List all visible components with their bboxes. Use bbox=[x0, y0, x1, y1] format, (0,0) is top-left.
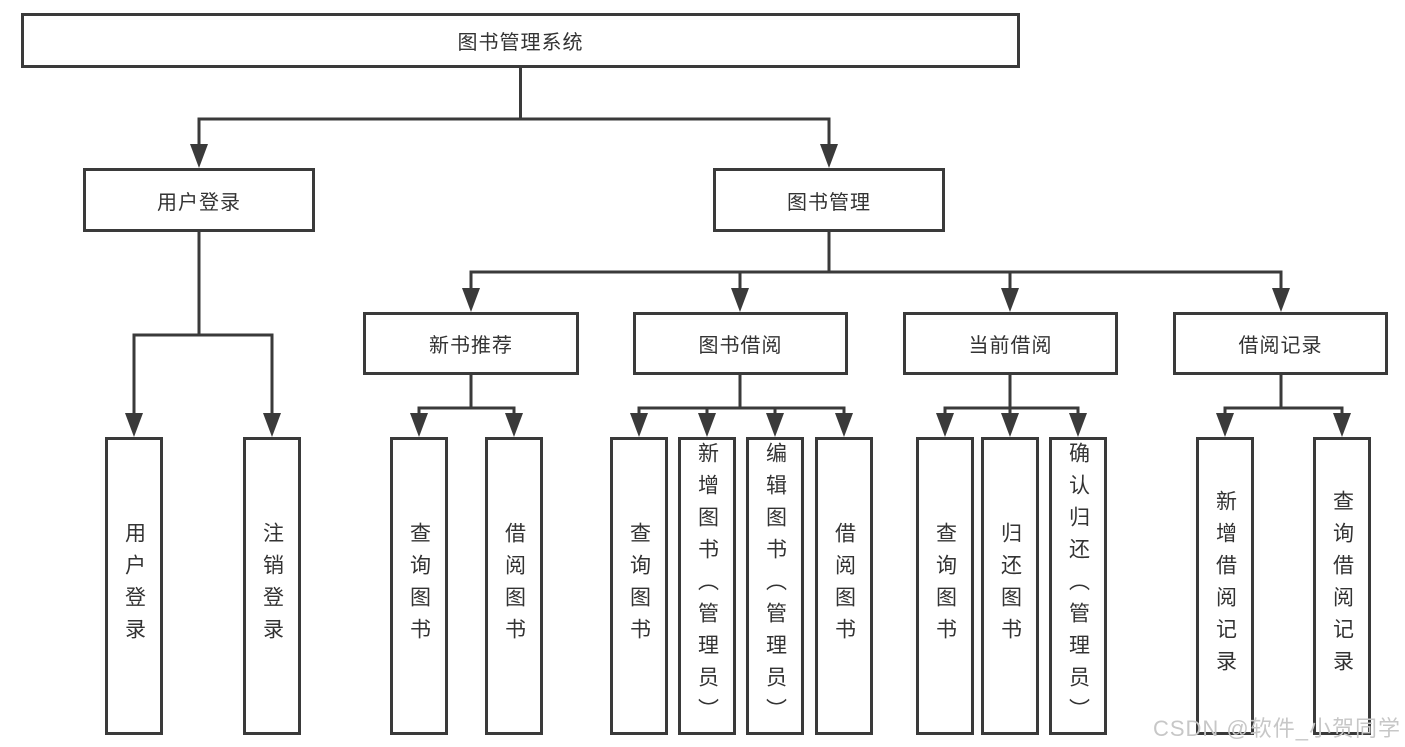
leaf-rec-add-record: 新增借阅记录 bbox=[1196, 437, 1254, 735]
node-book-borrow-label: 图书借阅 bbox=[698, 335, 783, 357]
arrowhead-icon bbox=[1216, 413, 1234, 437]
leaf-newbook-borrow-book-label: 借阅图书 bbox=[502, 522, 526, 650]
leaf-rec-query-record-label: 查询借阅记录 bbox=[1330, 490, 1354, 682]
arrowhead-icon bbox=[505, 413, 523, 437]
arrowhead-icon bbox=[1333, 413, 1351, 437]
arrowhead-icon bbox=[190, 144, 208, 168]
node-root: 图书管理系统 bbox=[21, 13, 1020, 68]
arrowhead-icon bbox=[766, 413, 784, 437]
arrowhead-icon bbox=[462, 288, 480, 312]
arrowhead-icon bbox=[1069, 413, 1087, 437]
leaf-cb-confirm-return-admin-label: 确认归还（管理员） bbox=[1066, 442, 1090, 730]
node-borrow-records: 借阅记录 bbox=[1173, 312, 1388, 375]
leaf-newbook-borrow-book: 借阅图书 bbox=[485, 437, 543, 735]
leaf-logout-login: 注销登录 bbox=[243, 437, 301, 735]
arrowhead-icon bbox=[835, 413, 853, 437]
leaf-newbook-query-book-label: 查询图书 bbox=[407, 522, 431, 650]
leaf-bb-edit-book-admin-label: 编辑图书（管理员） bbox=[763, 442, 787, 730]
leaf-cb-query-book-label: 查询图书 bbox=[933, 522, 957, 650]
arrowhead-icon bbox=[1001, 413, 1019, 437]
leaf-cb-confirm-return-admin: 确认归还（管理员） bbox=[1049, 437, 1107, 735]
node-user-login-label: 用户登录 bbox=[157, 191, 241, 214]
csdn-watermark: CSDN @软件_小贺同学 bbox=[1152, 716, 1401, 741]
arrowhead-icon bbox=[410, 413, 428, 437]
node-user-login: 用户登录 bbox=[83, 168, 315, 232]
leaf-bb-edit-book-admin: 编辑图书（管理员） bbox=[746, 437, 804, 735]
arrowhead-icon bbox=[936, 413, 954, 437]
leaf-user-login: 用户登录 bbox=[105, 437, 163, 735]
node-borrow-records-label: 借阅记录 bbox=[1238, 335, 1323, 357]
node-book-borrow: 图书借阅 bbox=[633, 312, 848, 375]
arrowhead-icon bbox=[630, 413, 648, 437]
leaf-rec-query-record: 查询借阅记录 bbox=[1313, 437, 1371, 735]
node-book-management: 图书管理 bbox=[713, 168, 945, 232]
arrowhead-icon bbox=[698, 413, 716, 437]
node-current-borrow: 当前借阅 bbox=[903, 312, 1118, 375]
node-root-label: 图书管理系统 bbox=[457, 32, 584, 54]
leaf-bb-borrow-book: 借阅图书 bbox=[815, 437, 873, 735]
leaf-bb-query-book: 查询图书 bbox=[610, 437, 668, 735]
leaf-rec-add-record-label: 新增借阅记录 bbox=[1213, 490, 1237, 682]
leaf-newbook-query-book: 查询图书 bbox=[390, 437, 448, 735]
leaf-bb-add-book-admin-label: 新增图书（管理员） bbox=[695, 442, 719, 730]
leaf-bb-add-book-admin: 新增图书（管理员） bbox=[678, 437, 736, 735]
leaf-user-login-label: 用户登录 bbox=[122, 522, 146, 650]
node-book-management-label: 图书管理 bbox=[787, 191, 871, 214]
leaf-cb-return-book: 归还图书 bbox=[981, 437, 1039, 735]
node-current-borrow-label: 当前借阅 bbox=[968, 335, 1053, 357]
arrowhead-icon bbox=[125, 413, 143, 437]
leaf-cb-return-book-label: 归还图书 bbox=[998, 522, 1022, 650]
node-new-book-recommend: 新书推荐 bbox=[363, 312, 579, 375]
arrowhead-icon bbox=[1001, 288, 1019, 312]
leaf-cb-query-book: 查询图书 bbox=[916, 437, 974, 735]
node-new-book-recommend-label: 新书推荐 bbox=[429, 335, 513, 357]
arrowhead-icon bbox=[263, 413, 281, 437]
leaf-bb-query-book-label: 查询图书 bbox=[627, 522, 651, 650]
leaf-logout-login-label: 注销登录 bbox=[260, 522, 284, 650]
arrowhead-icon bbox=[731, 288, 749, 312]
leaf-bb-borrow-book-label: 借阅图书 bbox=[832, 522, 856, 650]
arrowhead-icon bbox=[1272, 288, 1290, 312]
arrowhead-icon bbox=[820, 144, 838, 168]
